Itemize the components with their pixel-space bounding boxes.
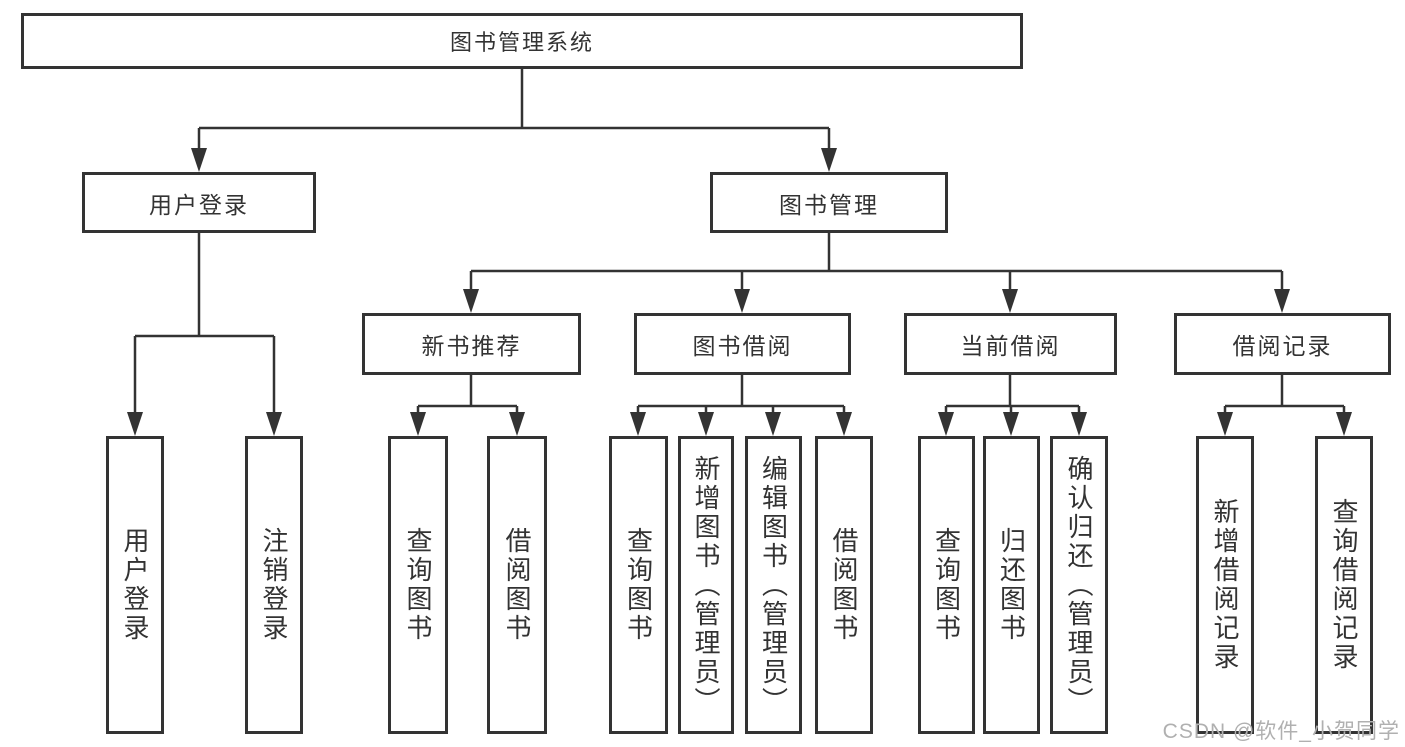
node-label: 查询借阅记录 [1329,498,1359,672]
node-label: 当前借阅 [960,333,1061,359]
connector-line [416,375,519,416]
connector-book-borrow-children [630,375,852,436]
node-new-book-recommend: 新书推荐 [362,313,581,375]
arrow-down-icon [1274,289,1290,313]
leaf-query-books-current: 查询图书 [918,436,975,734]
connector-book-management-to-level3 [463,233,1290,313]
arrow-down-icon [127,412,143,436]
node-label: 归还图书 [996,527,1027,643]
leaf-logout: 注销登录 [245,436,303,734]
leaf-add-books-admin: 新增图书（管理员） [678,436,734,734]
node-book-management: 图书管理 [710,172,948,233]
connector-line [1223,375,1346,416]
leaf-confirm-return-admin: 确认归还（管理员） [1050,436,1108,734]
arrow-down-icon [698,412,714,436]
connector-new-book-recommend-children [410,375,525,436]
node-label: 借阅记录 [1232,333,1333,359]
arrow-down-icon [821,148,837,172]
arrow-down-icon [463,289,479,313]
arrow-down-icon [1071,412,1087,436]
node-root-system: 图书管理系统 [21,13,1023,69]
node-label: 借阅图书 [829,527,859,643]
node-label: 图书管理系统 [449,30,594,55]
leaf-edit-books-admin: 编辑图书（管理员） [745,436,802,734]
leaf-query-books-recommend: 查询图书 [388,436,448,734]
connector-root-to-level2 [191,69,837,172]
arrow-down-icon [836,412,852,436]
arrow-down-icon [630,412,646,436]
connector-line [944,375,1081,416]
leaf-add-borrow-record: 新增借阅记录 [1196,436,1254,734]
connector-current-borrow-children [938,375,1087,436]
node-user-login: 用户登录 [82,172,316,233]
node-label: 查询图书 [931,527,962,643]
node-label: 用户登录 [120,527,150,643]
arrow-down-icon [410,412,426,436]
leaf-borrow-books: 借阅图书 [815,436,873,734]
arrow-down-icon [1002,289,1018,313]
arrow-down-icon [765,412,781,436]
node-label: 借阅图书 [502,527,532,643]
arrow-down-icon [938,412,954,436]
connector-line [197,69,831,152]
node-label: 查询图书 [623,527,654,643]
node-label: 查询图书 [403,527,433,643]
leaf-query-books-borrow: 查询图书 [609,436,668,734]
connector-line [133,233,276,416]
node-label: 用户登录 [149,191,249,218]
csdn-watermark: CSDN @软件_小贺同学 [1162,720,1400,743]
node-label: 图书管理 [779,191,879,218]
node-label: 图书借阅 [692,333,793,359]
connector-line [469,233,1284,293]
node-label: 新增借阅记录 [1210,498,1240,672]
leaf-borrow-books-recommend: 借阅图书 [487,436,547,734]
arrow-down-icon [191,148,207,172]
leaf-return-books: 归还图书 [983,436,1040,734]
arrow-down-icon [266,412,282,436]
leaf-user-login: 用户登录 [106,436,164,734]
connector-line [636,375,846,416]
node-label: 编辑图书（管理员） [758,454,789,716]
arrow-down-icon [1336,412,1352,436]
node-borrow-records: 借阅记录 [1174,313,1391,375]
connector-borrow-records-children [1217,375,1352,436]
leaf-query-borrow-record: 查询借阅记录 [1315,436,1373,734]
node-label: 确认归还（管理员） [1064,454,1094,716]
arrow-down-icon [1217,412,1233,436]
node-label: 新增图书（管理员） [691,454,721,716]
connector-user-login-children [127,233,282,436]
node-label: 注销登录 [259,527,289,643]
node-book-borrow: 图书借阅 [634,313,851,375]
node-label: 新书推荐 [421,333,522,359]
arrow-down-icon [1003,412,1019,436]
arrow-down-icon [734,289,750,313]
node-current-borrow: 当前借阅 [904,313,1117,375]
arrow-down-icon [509,412,525,436]
